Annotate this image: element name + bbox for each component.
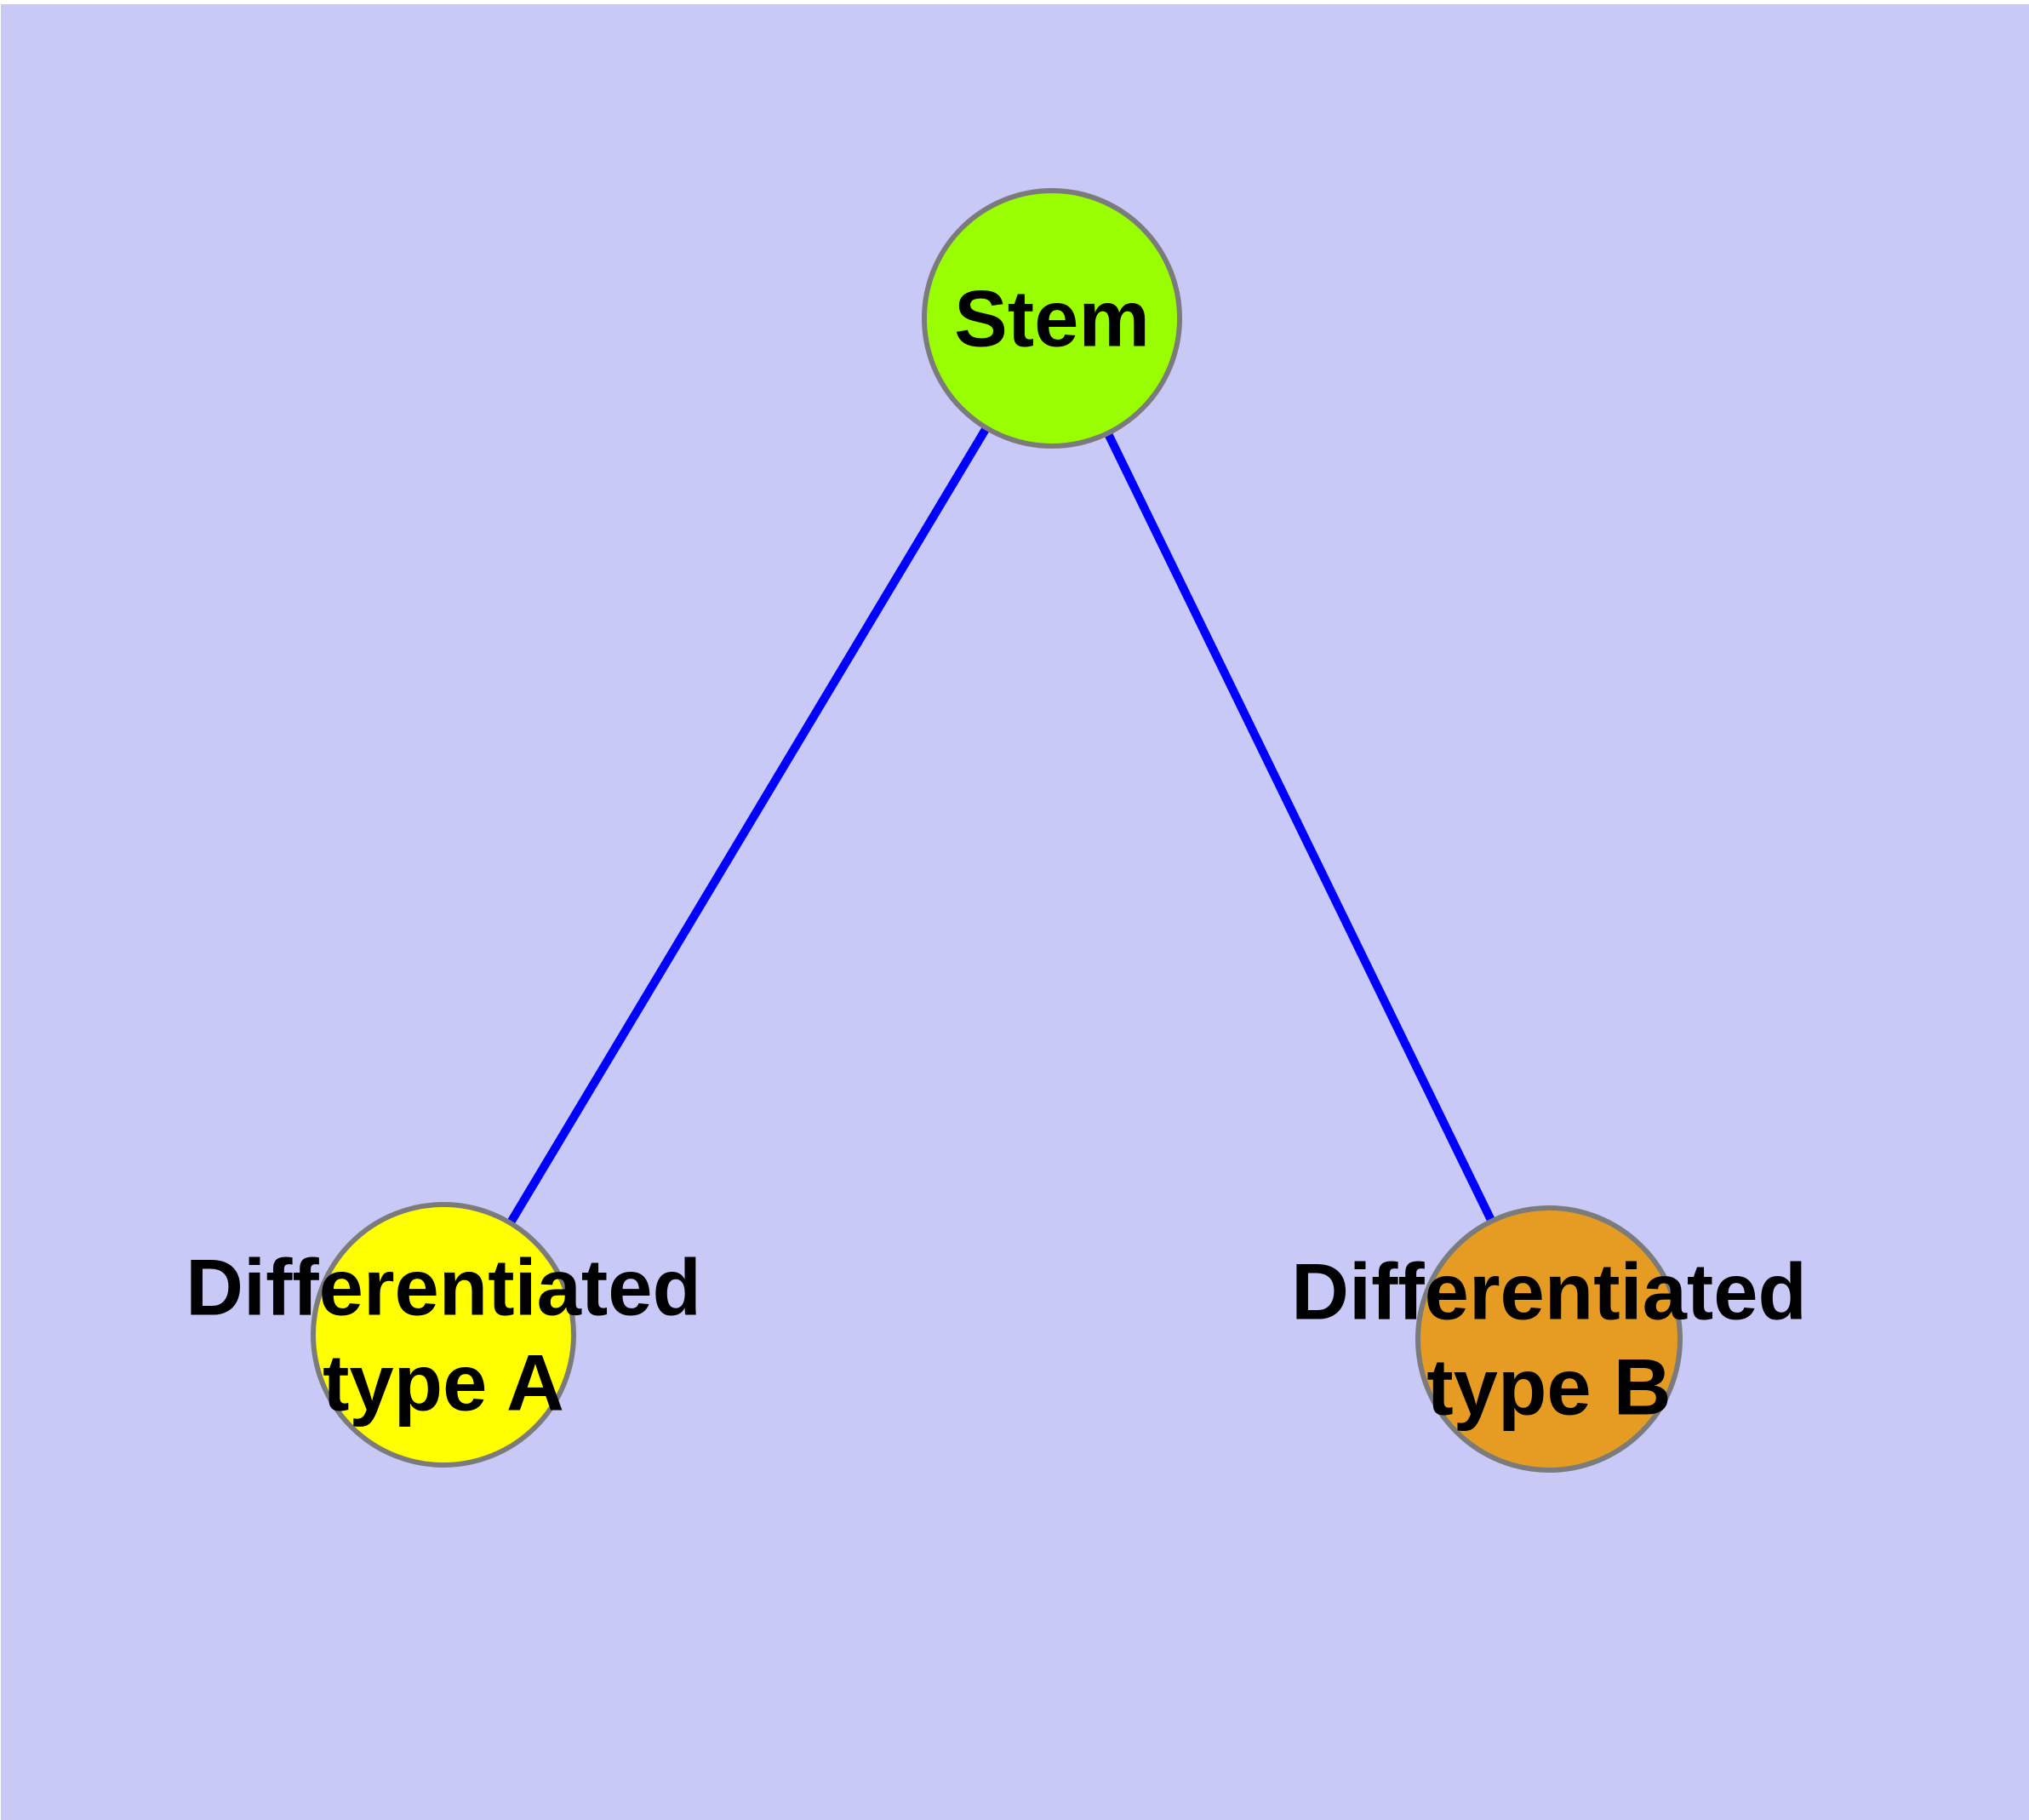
- node-type-a-label-line2: type A: [323, 1338, 564, 1428]
- node-type-a-circle: [311, 1202, 576, 1468]
- node-stem-label: Stem: [954, 274, 1150, 363]
- edge-stem-to-type-a: [439, 316, 1056, 1337]
- node-type-b: Differentiated type B: [1291, 1205, 1807, 1473]
- node-stem-circle: [922, 188, 1182, 449]
- node-type-a-label-line1: Differentiated: [186, 1243, 701, 1332]
- node-type-b-label-line1: Differentiated: [1291, 1247, 1807, 1336]
- node-type-b-label-line2: type B: [1426, 1342, 1671, 1432]
- node-stem: Stem: [922, 188, 1182, 449]
- node-type-b-circle: [1415, 1205, 1683, 1473]
- edge-stem-to-type-b: [1048, 316, 1553, 1342]
- node-type-a: Differentiated type A: [186, 1202, 701, 1468]
